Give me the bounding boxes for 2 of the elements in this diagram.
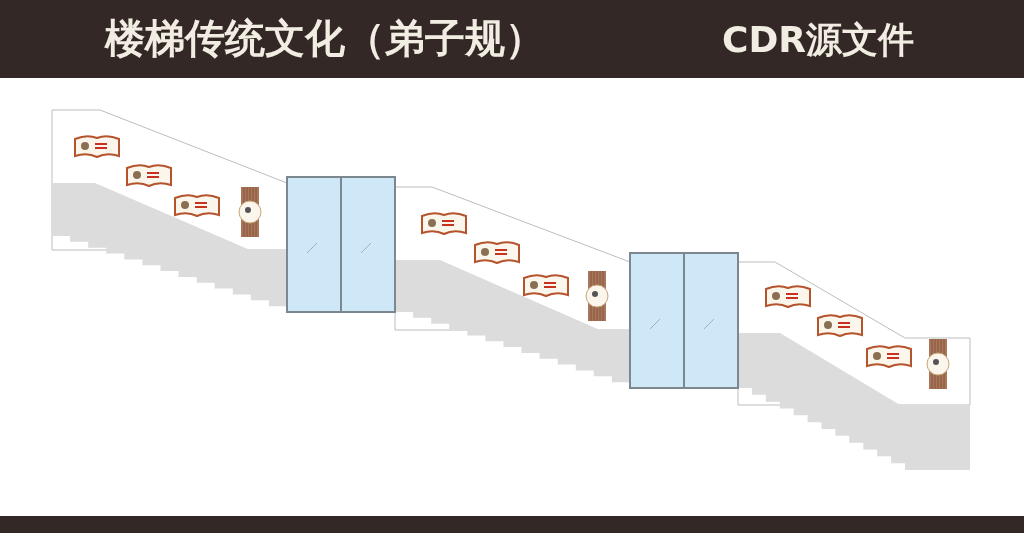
file-format-label: CDR源文件 — [722, 22, 915, 58]
title: 楼梯传统文化（弟子规） — [105, 18, 545, 58]
